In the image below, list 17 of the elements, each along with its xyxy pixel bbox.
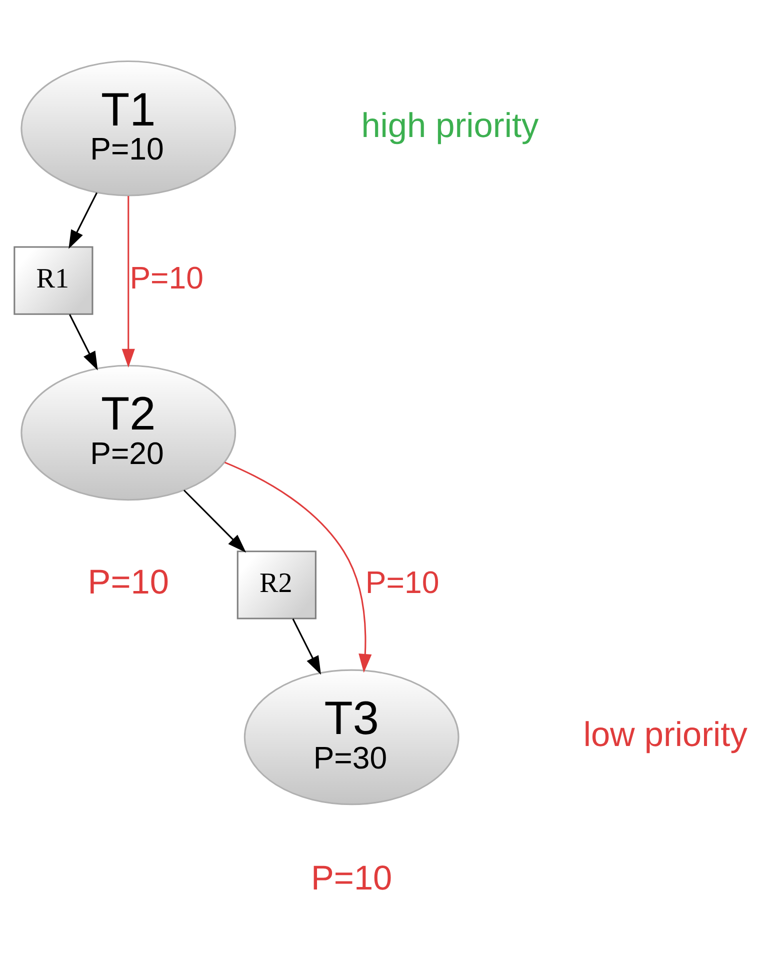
- node-ellipse: T1 P=10: [20, 60, 236, 196]
- node-box: R2: [236, 550, 316, 620]
- arrow: [224, 462, 372, 673]
- node-ellipse: T2 P=20: [20, 364, 236, 501]
- arrow: [122, 196, 135, 368]
- arrow: [68, 192, 98, 249]
- node-label: P=10: [311, 860, 392, 898]
- arrow: [292, 618, 322, 675]
- node-label: P=10: [88, 564, 169, 602]
- node-ellipse: T3 P=30: [244, 669, 460, 806]
- node-label: high priority: [361, 107, 539, 146]
- arrow: [69, 314, 98, 370]
- node-label: low priority: [583, 716, 748, 754]
- node-box: R1: [14, 246, 94, 315]
- edge-label: P=10: [365, 564, 440, 600]
- arrow: [183, 490, 246, 553]
- edge-label: P=10: [130, 260, 204, 296]
